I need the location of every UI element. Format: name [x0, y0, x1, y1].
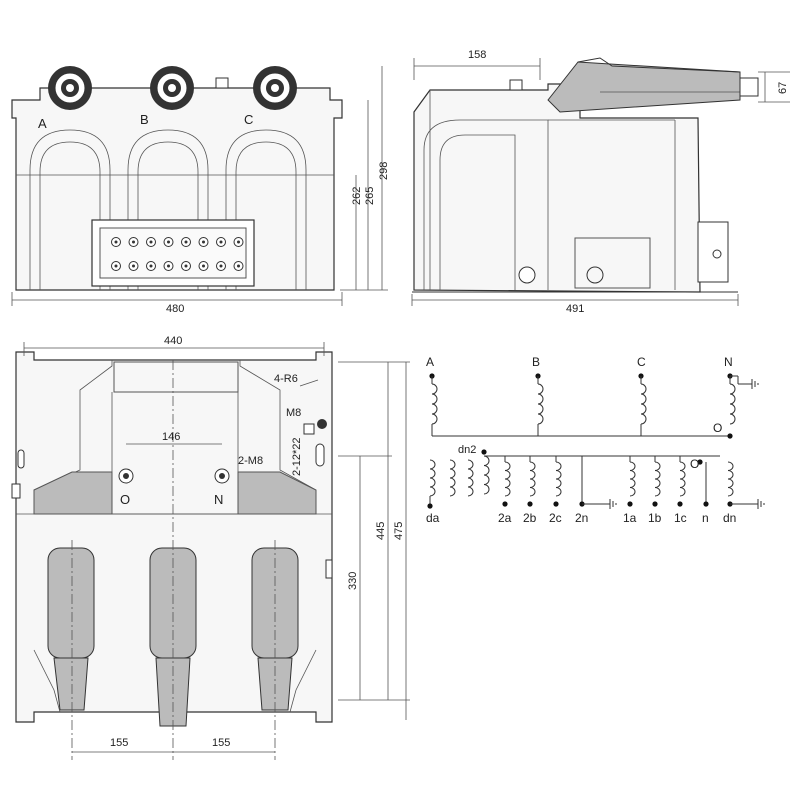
wiring-diagram: A B C N O dn2 O da 2a 2b 2c 2n 1a 1b 1c … [426, 355, 765, 525]
bottom-dim-155-right: 155 [212, 737, 230, 749]
side-dim-158: 158 [468, 49, 486, 61]
front-dim-298: 298 [378, 162, 390, 180]
primary-coil [537, 383, 544, 425]
n-terminal-dot [703, 501, 709, 507]
bottom-terminal-n: N [214, 492, 223, 507]
bottom-bushing-left [47, 547, 95, 711]
secondary-coil-1 [629, 461, 636, 497]
phase-label-a: A [38, 116, 47, 131]
bottom-dim-330: 330 [347, 572, 359, 590]
secondary-terminal-dot [553, 501, 559, 507]
side-dim-67: 67 [777, 82, 789, 94]
bottom-dim-440: 440 [164, 335, 182, 347]
secondary-coil-2 [529, 461, 536, 497]
front-dim-262: 262 [351, 187, 363, 205]
secondary-coil-2 [555, 461, 562, 497]
residual-coil [429, 459, 436, 497]
wiring-label-dn: dn [723, 511, 736, 525]
wiring-label-1b: 1b [648, 511, 662, 525]
wiring-label-o2: O [690, 457, 699, 471]
note-2-m8: 2-M8 [238, 455, 263, 467]
bottom-terminal-o: O [120, 492, 130, 507]
front-dim-265: 265 [364, 187, 376, 205]
neutral-terminal-dot [727, 433, 733, 439]
wiring-label-a: A [426, 355, 434, 369]
bottom-dim-445: 445 [375, 522, 387, 540]
side-dim-491: 491 [566, 303, 584, 315]
primary-coil [640, 383, 647, 425]
secondary-coil-1 [654, 461, 661, 497]
residual-coil [449, 459, 456, 497]
residual-coil [483, 455, 490, 495]
front-view: A B C 480 262 265 298 [11, 66, 390, 315]
wiring-label-da: da [426, 511, 440, 525]
bottom-dim-475: 475 [393, 522, 405, 540]
bottom-dim-155-left: 155 [110, 737, 128, 749]
wiring-label-n-sec: n [702, 511, 709, 525]
bottom-dim-146: 146 [162, 431, 180, 443]
primary-coil [729, 383, 736, 425]
phase-label-c: C [244, 112, 253, 127]
wiring-label-o: O [713, 421, 722, 435]
wiring-label-dn2: dn2 [458, 444, 476, 456]
note-2-12x22: 2-12*22 [291, 437, 303, 476]
front-dim-width: 480 [166, 303, 184, 315]
side-bushing [547, 57, 759, 113]
secondary-terminal-dot [527, 501, 533, 507]
secondary-terminal-dot [652, 501, 658, 507]
wiring-label-n: N [724, 355, 733, 369]
note-4-r6: 4-R6 [274, 373, 298, 385]
wiring-label-c: C [637, 355, 646, 369]
bushing-b [150, 66, 194, 110]
wiring-label-b: B [532, 355, 540, 369]
secondary-terminal-dot [627, 501, 633, 507]
phase-label-b: B [140, 112, 149, 127]
neutral-secondary-dot [697, 459, 703, 465]
primary-coil [431, 383, 438, 425]
wiring-label-2n: 2n [575, 511, 588, 525]
wiring-label-1a: 1a [623, 511, 637, 525]
note-m8: M8 [286, 407, 301, 419]
side-view: 158 491 67 [411, 49, 790, 315]
residual-coil [467, 459, 474, 497]
secondary-coil-2 [504, 461, 511, 497]
secondary-terminal-dot [502, 501, 508, 507]
wiring-label-2b: 2b [523, 511, 537, 525]
bushing-c [253, 66, 297, 110]
dn-coil [727, 461, 734, 497]
da-terminal-dot [427, 503, 433, 509]
wiring-label-2a: 2a [498, 511, 512, 525]
wiring-label-2c: 2c [549, 511, 562, 525]
dn2-terminal-dot [481, 449, 487, 455]
secondary-terminal-board [91, 219, 255, 287]
secondary-coil-1 [679, 461, 686, 497]
bushing-a [48, 66, 92, 110]
secondary-terminal-dot [677, 501, 683, 507]
bottom-view: O N 440 146 4-R6 M8 2-M8 2-12*22 330 445… [11, 335, 410, 760]
wiring-label-1c: 1c [674, 511, 687, 525]
